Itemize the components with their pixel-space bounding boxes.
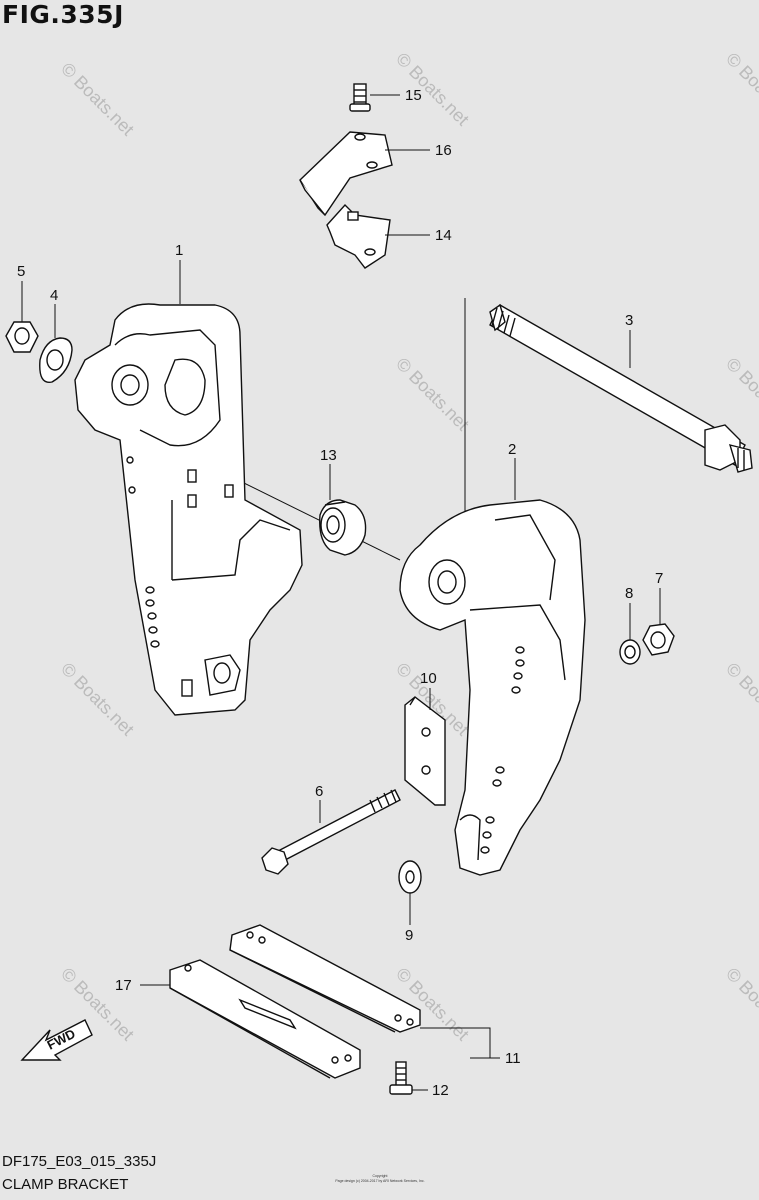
forward-arrow-icon: FWD xyxy=(20,1019,93,1061)
leader-lines xyxy=(21,94,661,1091)
part-2-clamp-bracket-right[interactable] xyxy=(399,499,586,876)
copyright-line: Copyright xyxy=(372,1174,388,1178)
watermark-text: © Boats.net xyxy=(57,59,138,140)
copyright-line: Page design (c) 2004-2017 by ARI Network… xyxy=(335,1178,425,1183)
part-11-plate[interactable] xyxy=(229,924,421,1033)
watermark-text: © Boats.net xyxy=(57,659,138,740)
watermark-text: © Boats.net xyxy=(722,49,759,130)
part-17-plate[interactable] xyxy=(169,959,361,1079)
callout-17: 17 xyxy=(115,977,132,994)
part-16-cover-plate[interactable] xyxy=(299,131,393,217)
callout-2: 2 xyxy=(508,441,516,458)
part-14-bracket[interactable] xyxy=(326,203,391,269)
part-10-plate[interactable] xyxy=(404,696,446,806)
callout-10: 10 xyxy=(420,670,437,687)
part-6-long-bolt[interactable] xyxy=(261,789,401,875)
callout-5: 5 xyxy=(17,263,25,280)
part-12-screw[interactable] xyxy=(389,1061,413,1095)
callout-13: 13 xyxy=(320,447,337,464)
watermark-text: © Boats.net xyxy=(722,964,759,1045)
callout-12: 12 xyxy=(432,1082,449,1099)
part-1-clamp-bracket-left[interactable] xyxy=(74,303,303,716)
callout-1: 1 xyxy=(175,242,183,259)
callout-3: 3 xyxy=(625,312,633,329)
part-9-washer[interactable] xyxy=(398,860,422,894)
callout-11: 11 xyxy=(505,1050,521,1067)
callout-15: 15 xyxy=(405,87,422,104)
callout-16: 16 xyxy=(435,142,452,159)
part-8-washer[interactable] xyxy=(619,639,641,665)
figure-code: DF175_E03_015_335J xyxy=(2,1153,157,1170)
watermark-text: © Boats.net xyxy=(392,354,473,435)
part-3-tilt-tube[interactable] xyxy=(489,303,753,473)
callout-labels: 1 2 3 4 5 6 7 8 9 10 11 12 13 14 15 16 1… xyxy=(17,87,663,1099)
part-7-nut[interactable] xyxy=(642,623,675,656)
part-13-bushing[interactable] xyxy=(319,499,367,556)
watermark-text: © Boats.net xyxy=(722,659,759,740)
part-5-nut[interactable] xyxy=(5,321,39,353)
callout-9: 9 xyxy=(405,927,413,944)
part-4-gasket[interactable] xyxy=(39,337,73,384)
figure-name: CLAMP BRACKET xyxy=(2,1176,129,1193)
callout-6: 6 xyxy=(315,783,323,800)
copyright-notice: Copyright Page design (c) 2004-2017 by A… xyxy=(320,1174,440,1183)
callout-4: 4 xyxy=(50,287,58,304)
figure-title: FIG.335J xyxy=(2,0,124,29)
watermark-text: © Boats.net xyxy=(722,354,759,435)
callout-7: 7 xyxy=(655,570,663,587)
part-15-bolt[interactable] xyxy=(349,83,371,112)
callout-8: 8 xyxy=(625,585,633,602)
callout-14: 14 xyxy=(435,227,452,244)
